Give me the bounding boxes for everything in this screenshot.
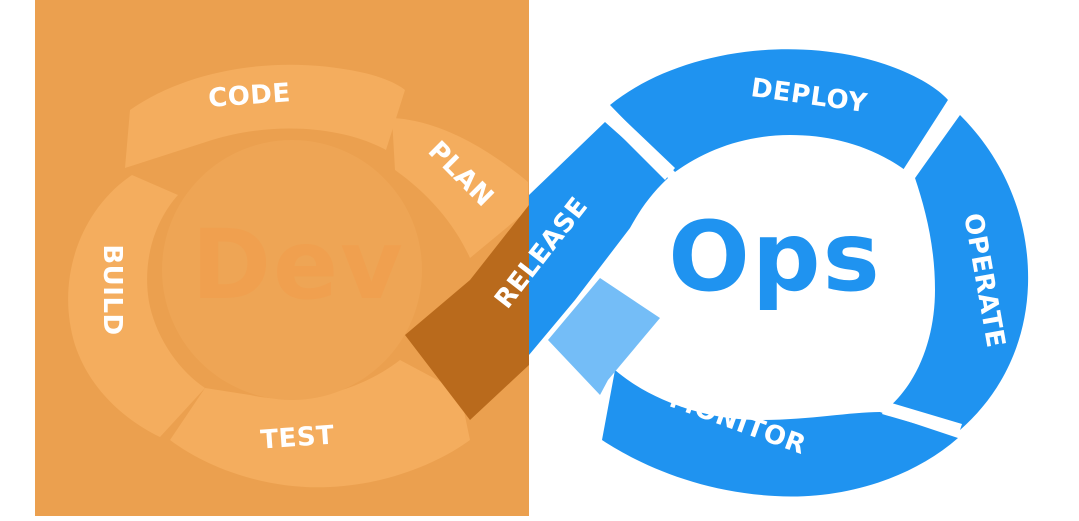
dev-ring-segment-test (170, 360, 470, 488)
dev-ring-segment-build (68, 175, 205, 437)
ops-ring-segment-operate (888, 115, 1029, 430)
ops-ring-segment-monitor (602, 370, 958, 497)
ops-title: Ops (668, 201, 881, 313)
dev-ring-segment-code (125, 64, 405, 168)
ops-monitor-arrowhead (548, 278, 660, 395)
dev-release-ribbon (405, 205, 529, 420)
ops-separator-deploy-operate (903, 100, 962, 178)
ops-ring-segment-deploy (610, 49, 948, 173)
dev-stage-code: CODE (207, 78, 291, 114)
dev-center (162, 140, 422, 400)
ops-separator-release-deploy (603, 108, 675, 180)
ops-ring-segment-release (529, 122, 668, 355)
dev-title: Dev (191, 209, 404, 321)
dev-stage-test: TEST (260, 420, 336, 455)
dev-ring-segment-plan (392, 118, 528, 258)
ops-separator-operate-monitor (882, 402, 962, 436)
dev-stage-build: BUILD (97, 244, 127, 335)
